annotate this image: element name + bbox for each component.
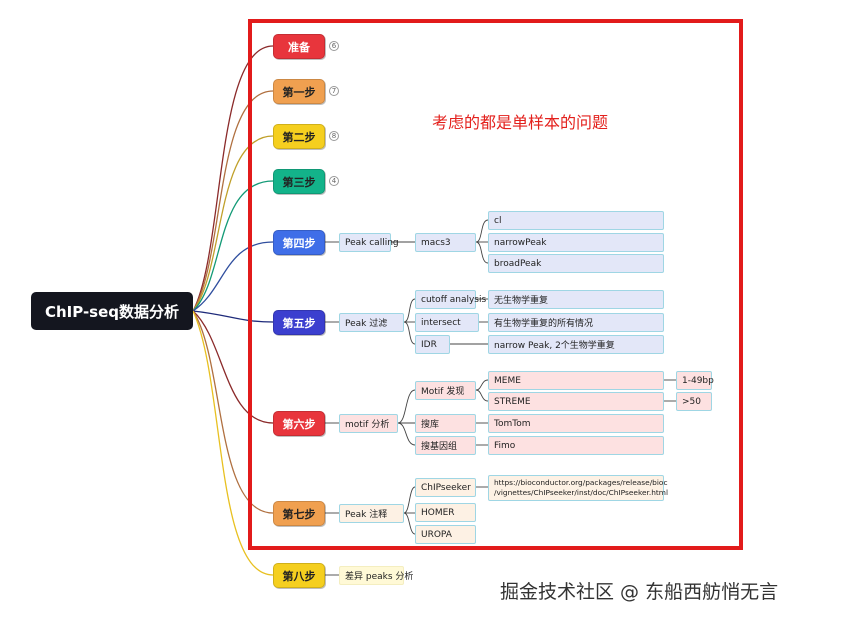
length-1-49bp-node[interactable]: 1-49bp — [676, 371, 714, 390]
uropa-node[interactable]: UROPA — [415, 525, 476, 544]
macs3-node[interactable]: macs3 — [415, 233, 476, 252]
search-db-node[interactable]: 搜库 — [415, 414, 476, 433]
step-1[interactable]: 第一步 — [273, 79, 325, 104]
idr-node[interactable]: IDR — [415, 335, 450, 354]
collapse-badge-icon[interactable]: 7 — [329, 86, 339, 96]
motif-discovery-node[interactable]: Motif 发现 — [415, 381, 476, 400]
chipseeker-url-node[interactable]: https://bioconductor.org/packages/releas… — [488, 475, 668, 501]
step-7[interactable]: 第七步 — [273, 501, 325, 526]
highlight-box — [248, 19, 743, 550]
step-2[interactable]: 第二步 — [273, 124, 325, 149]
collapse-badge-icon[interactable]: 8 — [329, 131, 339, 141]
output-narrowpeak-node[interactable]: narrowPeak — [488, 233, 664, 252]
step-8[interactable]: 第八步 — [273, 563, 325, 588]
diff-peaks-node[interactable]: 差异 peaks 分析 — [339, 566, 413, 585]
intersect-desc-node[interactable]: 有生物学重复的所有情况 — [488, 313, 664, 332]
peak-calling-node[interactable]: Peak calling — [339, 233, 399, 252]
homer-node[interactable]: HOMER — [415, 503, 476, 522]
step-4[interactable]: 第四步 — [273, 230, 325, 255]
annotation-note: 考虑的都是单样本的问题 — [432, 113, 609, 132]
collapse-badge-icon[interactable]: 6 — [329, 41, 339, 51]
watermark: 掘金技术社区 @ 东船西舫悄无言 — [500, 581, 779, 603]
fimo-node[interactable]: Fimo — [488, 436, 664, 455]
output-broadpeak-node[interactable]: broadPeak — [488, 254, 664, 273]
cutoff-analysis-node[interactable]: cutoff analysis — [415, 290, 486, 309]
step-prepare[interactable]: 准备 — [273, 34, 325, 59]
step-3[interactable]: 第三步 — [273, 169, 325, 194]
step-5[interactable]: 第五步 — [273, 310, 325, 335]
peak-filter-node[interactable]: Peak 过滤 — [339, 313, 404, 332]
output-cl-node[interactable]: cl — [488, 211, 664, 230]
meme-node[interactable]: MEME — [488, 371, 664, 390]
root-node[interactable]: ChIP-seq数据分析 — [31, 292, 193, 330]
idr-desc-node[interactable]: narrow Peak, 2个生物学重复 — [488, 335, 664, 354]
streme-node[interactable]: STREME — [488, 392, 664, 411]
search-genome-node[interactable]: 搜基因组 — [415, 436, 476, 455]
chipseeker-node[interactable]: ChIPseeker — [415, 478, 476, 497]
cutoff-desc-node[interactable]: 无生物学重复 — [488, 290, 664, 309]
motif-analysis-node[interactable]: motif 分析 — [339, 414, 398, 433]
step-6[interactable]: 第六步 — [273, 411, 325, 436]
peak-annotation-node[interactable]: Peak 注释 — [339, 504, 404, 523]
collapse-badge-icon[interactable]: 4 — [329, 176, 339, 186]
length-over-50-node[interactable]: >50 — [676, 392, 712, 411]
intersect-node[interactable]: intersect — [415, 313, 479, 332]
tomtom-node[interactable]: TomTom — [488, 414, 664, 433]
